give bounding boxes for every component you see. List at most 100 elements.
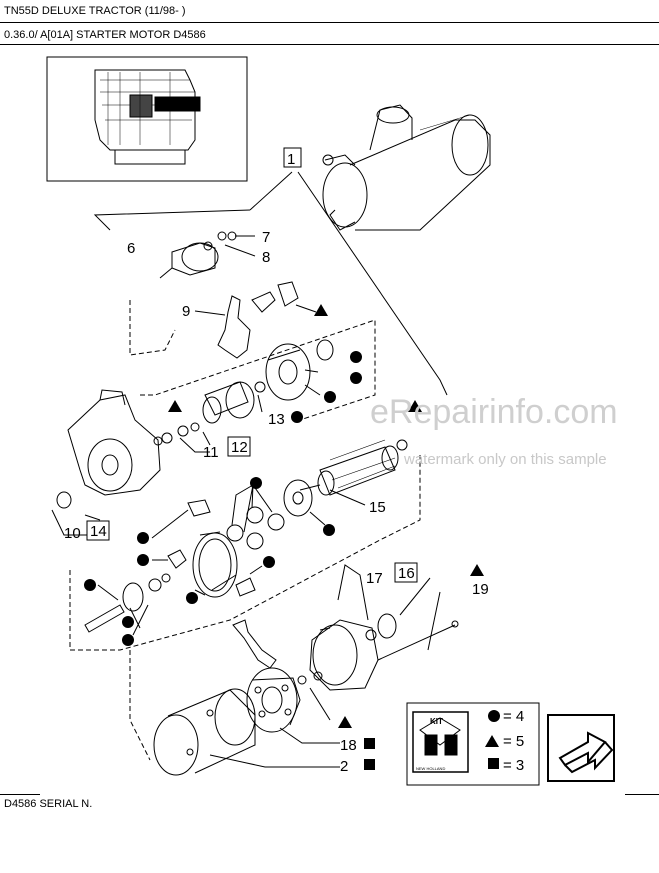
callout-12: 12 bbox=[231, 439, 248, 456]
callout-labels: 1 6 7 8 9 11 12 13 10 14 15 17 16 19 18 … bbox=[64, 151, 489, 775]
callout-1: 1 bbox=[287, 151, 295, 168]
triangle-marker bbox=[314, 304, 328, 316]
callout-17: 17 bbox=[366, 570, 383, 587]
callout-11: 11 bbox=[203, 444, 219, 461]
circle-marker bbox=[323, 524, 335, 536]
leader-line bbox=[249, 171, 293, 211]
part-ring bbox=[177, 425, 189, 437]
kit-label: KIT bbox=[430, 717, 443, 726]
leader-line bbox=[209, 754, 340, 768]
circle-marker bbox=[122, 616, 134, 628]
dashed-group-outline bbox=[129, 650, 151, 761]
leader-line bbox=[257, 394, 263, 413]
part-seal-ring bbox=[316, 339, 334, 361]
leader-line bbox=[304, 384, 321, 396]
callout-box-1 bbox=[283, 147, 302, 168]
header-title-bar: TN55D DELUXE TRACTOR (11/98- ) bbox=[0, 0, 659, 22]
drive-pinion bbox=[202, 381, 255, 424]
triangle-marker bbox=[470, 564, 484, 576]
markers bbox=[84, 304, 500, 770]
leader-line bbox=[295, 304, 317, 313]
part-clip bbox=[235, 577, 256, 597]
part-screw bbox=[297, 675, 307, 685]
planet-carrier bbox=[283, 479, 313, 517]
ring-gear bbox=[192, 532, 238, 598]
part-block bbox=[187, 499, 211, 517]
commutator-end-housing bbox=[309, 619, 379, 691]
arrow-right-icon bbox=[558, 731, 607, 767]
footer-divider-left bbox=[0, 794, 40, 795]
part-7-washer bbox=[217, 231, 227, 241]
part-screw bbox=[313, 671, 323, 681]
square-marker-legend bbox=[488, 758, 499, 769]
part-bracket bbox=[277, 281, 299, 307]
leader-line bbox=[329, 489, 366, 506]
part-ring bbox=[190, 422, 200, 432]
circle-marker bbox=[263, 556, 275, 568]
section-title: 0.36.0/ A[01A] STARTER MOTOR D4586 bbox=[4, 29, 206, 41]
triangle-marker bbox=[338, 716, 352, 728]
callout-14: 14 bbox=[90, 523, 107, 540]
part-bushing bbox=[56, 491, 72, 509]
drive-end-plate bbox=[265, 343, 319, 401]
circle-marker bbox=[324, 391, 336, 403]
kit-legend bbox=[406, 702, 540, 786]
serial-number: D4586 SERIAL N. bbox=[4, 798, 93, 810]
starter-motor-assembly bbox=[322, 104, 491, 231]
planet-gear bbox=[246, 506, 264, 524]
callout-box-12 bbox=[227, 436, 251, 457]
header-divider bbox=[0, 22, 659, 23]
leader-line bbox=[224, 244, 256, 257]
callout-8: 8 bbox=[262, 249, 270, 266]
dashed-group-outline bbox=[129, 300, 176, 356]
part-6-solenoid bbox=[159, 241, 219, 279]
arrow-right-icon bbox=[564, 741, 614, 774]
leader-line bbox=[151, 509, 189, 539]
leader-line bbox=[231, 484, 273, 533]
part-key bbox=[167, 549, 187, 569]
leader-line bbox=[309, 687, 331, 721]
leader-line bbox=[249, 565, 263, 575]
legend-square-count: = 3 bbox=[503, 757, 524, 774]
callout-6: 6 bbox=[127, 240, 135, 257]
legend-circle-count: = 4 bbox=[503, 708, 524, 725]
document-title: TN55D DELUXE TRACTOR (11/98- ) bbox=[4, 5, 186, 17]
leader-line bbox=[427, 591, 441, 651]
planet-gear bbox=[246, 532, 264, 550]
callout-13: 13 bbox=[268, 411, 285, 428]
dashed-group-outline bbox=[140, 319, 376, 421]
leader-line bbox=[337, 564, 369, 621]
leader-line bbox=[93, 209, 251, 231]
callout-9: 9 bbox=[182, 303, 190, 320]
callout-7: 7 bbox=[262, 229, 270, 246]
ring-gear bbox=[198, 538, 232, 592]
part-washer bbox=[254, 381, 266, 393]
circle-marker bbox=[291, 411, 303, 423]
brush-holder-plate bbox=[246, 667, 301, 733]
next-page-button[interactable] bbox=[547, 714, 615, 782]
callout-box-14 bbox=[86, 520, 110, 541]
leader-line bbox=[279, 727, 340, 744]
part-2-yoke bbox=[153, 688, 256, 776]
exploded-parts-diagram: 1 6 7 8 9 11 12 13 10 14 15 17 16 19 18 … bbox=[46, 56, 615, 786]
part-washer bbox=[365, 629, 377, 641]
armature bbox=[299, 439, 399, 496]
planet-carrier bbox=[292, 491, 304, 505]
leader-line bbox=[309, 511, 326, 526]
square-marker bbox=[364, 759, 375, 770]
leader-line bbox=[297, 171, 448, 396]
leader-line bbox=[194, 310, 226, 316]
section-divider bbox=[0, 44, 659, 45]
part-bushing bbox=[377, 613, 397, 639]
part-ring bbox=[161, 432, 173, 444]
circle-marker bbox=[350, 351, 362, 363]
leader-line bbox=[51, 509, 88, 536]
kit-panel-text: NEW HOLLAND bbox=[416, 766, 445, 771]
triangle-marker bbox=[168, 400, 182, 412]
callout-15: 15 bbox=[369, 499, 386, 516]
circle-marker bbox=[122, 634, 134, 646]
callout-box-16 bbox=[394, 562, 418, 583]
watermark-title: eRepairinfo.com bbox=[370, 393, 618, 431]
part-washer bbox=[396, 439, 408, 451]
through-bolt-head bbox=[451, 620, 459, 628]
